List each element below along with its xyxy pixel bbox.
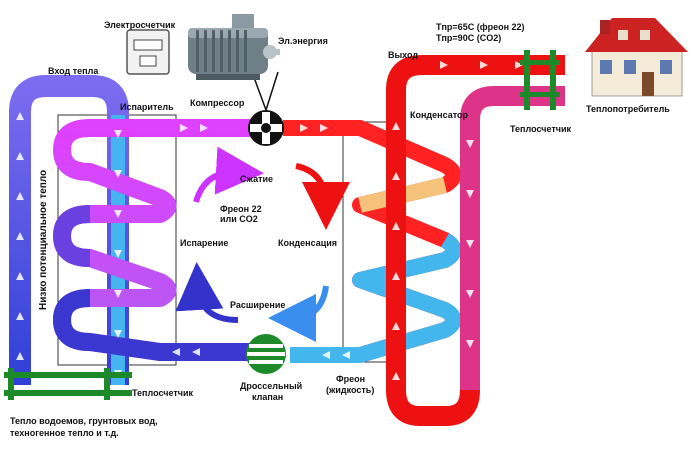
condenser-coil-liquid bbox=[290, 233, 462, 363]
return-pipe-pink bbox=[460, 86, 565, 390]
expansion-arrow bbox=[268, 285, 329, 342]
compressor-belt-right bbox=[265, 71, 279, 111]
label-sources-line2: техногенное тепло и т.д. bbox=[10, 428, 119, 438]
label-heat-consumer: Теплопотребитель bbox=[586, 104, 670, 114]
flow-markers bbox=[16, 61, 523, 380]
label-temp-line1: Tпр=65C (фреон 22) bbox=[436, 22, 525, 32]
label-output: Выход bbox=[388, 50, 418, 60]
electric-motor-icon bbox=[188, 14, 280, 80]
label-freon-liquid-line2: (жидкость) bbox=[326, 385, 374, 395]
heat-input-pipe bbox=[9, 75, 129, 385]
label-compressor: Компрессор bbox=[190, 98, 245, 108]
label-throttle-line1: Дроссельный bbox=[240, 381, 302, 391]
compressor-symbol bbox=[248, 110, 284, 146]
label-freon-line2: или CO2 bbox=[220, 214, 258, 224]
label-expansion: Расширение bbox=[230, 300, 285, 310]
heat-meter-right bbox=[520, 50, 560, 110]
label-condenser: Конденсатор bbox=[410, 110, 468, 120]
heat-meter-left bbox=[4, 368, 132, 400]
evaporator-coil-mid bbox=[52, 205, 91, 267]
condensation-arrow bbox=[295, 163, 350, 230]
evaporation-arrow bbox=[175, 262, 239, 323]
house-icon bbox=[585, 18, 688, 97]
label-low-potential-heat: Низко потенциальное тепло bbox=[38, 170, 49, 310]
label-sources-line1: Тепло водоемов, грунтовых вод, bbox=[10, 416, 158, 426]
evaporator-coil-low bbox=[53, 289, 250, 361]
compression-arrow bbox=[193, 146, 264, 203]
label-electric-energy: Эл.энергия bbox=[278, 36, 328, 46]
label-evaporator: Испаритель bbox=[120, 102, 174, 112]
label-freon-liquid-line1: Фреон bbox=[336, 374, 365, 384]
label-heat-meter-left: Теплосчетчик bbox=[132, 388, 194, 398]
label-temp-line2: Tпр=90C (CO2) bbox=[436, 33, 501, 43]
label-freon-line1: Фреон 22 bbox=[220, 204, 262, 214]
output-pipe-hot bbox=[386, 55, 565, 426]
label-throttle-line2: клапан bbox=[252, 392, 283, 402]
electricity-meter-icon bbox=[126, 29, 170, 75]
label-condensation: Конденсация bbox=[278, 238, 337, 248]
throttle-valve-symbol bbox=[246, 334, 286, 374]
label-compression: Сжатие bbox=[240, 174, 273, 184]
label-heat-input: Вход тепла bbox=[48, 66, 99, 76]
label-evaporation: Испарение bbox=[180, 238, 228, 248]
label-electric-meter: Электросчетчик bbox=[104, 20, 176, 30]
label-heat-meter-right: Теплосчетчик bbox=[510, 124, 572, 134]
